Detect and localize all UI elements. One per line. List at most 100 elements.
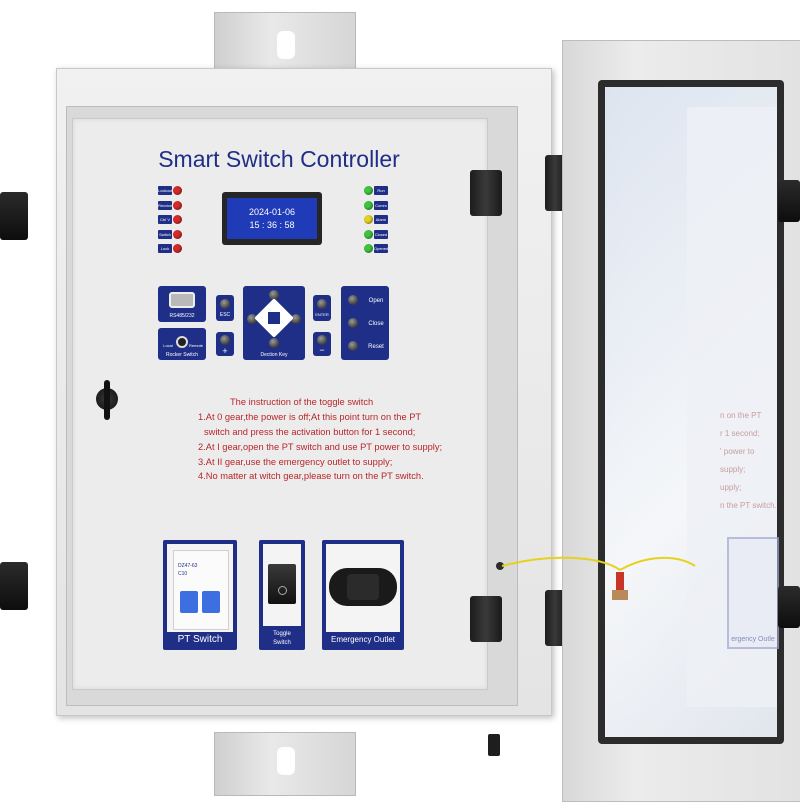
door-latch-bottom xyxy=(778,586,800,628)
bottom-mounting-slot xyxy=(277,747,295,775)
breaker-body: DZ47-63 C10 xyxy=(173,550,229,630)
minus-key-panel: − xyxy=(313,332,331,356)
breaker-model: DZ47-63 xyxy=(178,563,198,569)
door-latch-top xyxy=(778,180,800,222)
indicator-alarm: Alarm xyxy=(363,214,388,225)
left-latch-bottom xyxy=(0,562,28,610)
rocker-switch-panel: Local Remote Rocker Switch xyxy=(158,328,206,360)
grounding-wire xyxy=(496,556,696,600)
close-label: Close xyxy=(368,321,384,327)
close-button[interactable] xyxy=(348,318,358,328)
breaker-lever-right[interactable] xyxy=(202,591,220,613)
indicator-label: Recvice xyxy=(158,201,173,210)
power-outlet-socket[interactable] xyxy=(329,568,397,606)
indicator-light xyxy=(173,201,182,210)
door-reflection-line: ' power to supply; xyxy=(720,447,755,474)
toggle-switch-body[interactable] xyxy=(268,564,296,604)
indicator-label: Switch xyxy=(158,230,172,239)
instructions-line: 3.At II gear,use the emergency outlet to… xyxy=(198,457,393,467)
door-reflection-text: n on the PT r 1 second; ' power to suppl… xyxy=(720,407,777,515)
direction-key-panel: Dection Key xyxy=(243,286,305,360)
door-reflection-line: r 1 second; xyxy=(720,429,760,438)
enter-label: ENTER xyxy=(315,312,329,317)
toggle-switch-module: Toggle Switch xyxy=(259,540,305,650)
door-reflection-line: n the PT switch. xyxy=(720,501,777,510)
bottom-mounting-bracket xyxy=(214,732,356,796)
reset-label: Reset xyxy=(368,344,384,350)
indicator-lock: Lock xyxy=(158,243,183,254)
indicator-label: Comm xyxy=(374,201,388,210)
left-key[interactable] xyxy=(247,314,257,324)
esc-button[interactable] xyxy=(220,299,230,309)
toggle-switch-label-2: Switch xyxy=(273,640,291,646)
bottom-screw xyxy=(488,734,500,756)
indicator-light xyxy=(173,230,182,239)
hinge-top-right xyxy=(545,155,565,211)
top-mounting-bracket xyxy=(214,12,356,72)
pt-switch-module: DZ47-63 C10 PT Switch xyxy=(163,540,237,650)
hinge-bottom-right xyxy=(545,590,565,646)
door-window: n on the PT r 1 second; ' power to suppl… xyxy=(598,80,784,744)
indicator-run: Run xyxy=(363,185,388,196)
top-mounting-slot xyxy=(277,31,295,59)
indicator-label: Lock xyxy=(158,244,172,253)
indicator-switch: Switch xyxy=(158,229,183,240)
open-button[interactable] xyxy=(348,295,358,305)
indicator-light xyxy=(364,244,373,253)
down-key[interactable] xyxy=(269,338,279,348)
door-reflection-outlet-label: ergency Outle xyxy=(731,636,775,643)
hinge-bottom-left xyxy=(470,596,502,642)
plus-key-panel: + xyxy=(216,332,234,356)
emergency-outlet-label: Emergency Outlet xyxy=(330,635,396,644)
indicator-comm: Comm xyxy=(363,200,388,211)
indicator-label: Opened xyxy=(374,244,389,253)
selector-knob-handle xyxy=(104,380,110,420)
lcd-date: 2024-01-06 xyxy=(248,207,296,217)
direction-key-label: Dection Key xyxy=(260,352,288,358)
toggle-switch-window xyxy=(263,544,301,626)
power-outlet-face xyxy=(347,574,379,600)
indicator-light xyxy=(173,186,182,195)
serial-port-icon xyxy=(169,292,195,308)
breaker-lever-left[interactable] xyxy=(180,591,198,613)
rs485-port-panel: RS485/232 xyxy=(158,286,206,322)
plus-label: + xyxy=(222,346,228,356)
rocker-switch-knob[interactable] xyxy=(176,336,188,348)
minus-button[interactable] xyxy=(317,335,327,345)
door-reflection-line: n on the PT xyxy=(720,411,762,420)
enter-button[interactable] xyxy=(317,299,327,309)
up-key[interactable] xyxy=(269,290,279,300)
enter-key-panel: ENTER xyxy=(313,295,331,321)
door-reflection-line: upply; xyxy=(720,483,742,492)
toggle-switch-mark xyxy=(278,586,287,595)
indicator-light xyxy=(364,186,373,195)
rs485-label: RS485/232 xyxy=(169,313,195,319)
rocker-remote-label: Remote xyxy=(188,343,203,348)
door-reflection-outlet-box: ergency Outle xyxy=(727,537,779,649)
selector-knob[interactable] xyxy=(96,380,118,420)
pt-switch-label: PT Switch xyxy=(177,634,223,645)
minus-label: − xyxy=(319,345,325,355)
instructions-line: 2.At I gear,open the PT switch and use P… xyxy=(198,442,443,452)
indicator-light xyxy=(364,201,373,210)
instructions-line: switch and press the activation button f… xyxy=(204,427,416,437)
breaker-rating: C10 xyxy=(178,571,188,577)
indicator-label: Run xyxy=(374,186,388,195)
plus-button[interactable] xyxy=(220,335,230,345)
indicator-light xyxy=(364,230,373,239)
right-key[interactable] xyxy=(291,314,301,324)
hinge-top-left xyxy=(470,170,502,216)
reset-button[interactable] xyxy=(348,341,358,351)
indicator-light xyxy=(173,244,182,253)
indicator-lockout: Lockout xyxy=(158,185,183,196)
esc-key-panel: ESC xyxy=(216,295,234,321)
emergency-outlet-module: Emergency Outlet xyxy=(322,540,404,650)
lcd-time: 15 : 36 : 58 xyxy=(249,220,295,230)
rocker-switch-label: Rocker Switch xyxy=(166,352,198,358)
indicator-opened: Opened xyxy=(363,243,388,254)
lcd-display: 2024-01-06 15 : 36 : 58 xyxy=(227,198,317,239)
indicator-ctrl-v: Ctrl V xyxy=(158,214,183,225)
indicator-label: Ctrl V xyxy=(158,215,172,224)
instructions-line: 4.No matter at witch gear,please turn on… xyxy=(198,471,424,481)
rocker-local-label: Local xyxy=(163,343,173,348)
